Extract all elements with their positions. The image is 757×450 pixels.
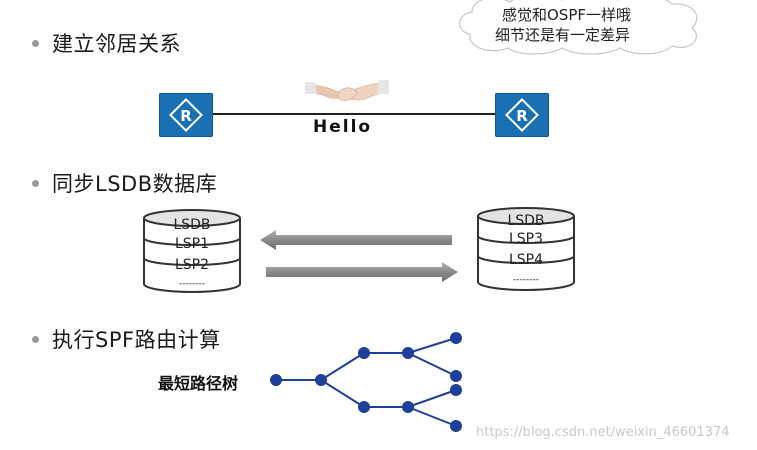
tree-node — [402, 347, 414, 359]
thought-cloud — [459, 0, 698, 55]
lsdb-right-more: -------- — [513, 275, 539, 285]
lsdb-right-database: LSDB LSP3 LSP4 -------- — [477, 207, 575, 291]
arrow-left-icon — [260, 230, 452, 250]
spf-tree-label: 最短路径树 — [158, 374, 239, 393]
lsdb-right-entry-2: LSP4 — [509, 252, 543, 268]
tree-node — [358, 401, 370, 413]
step-2-heading: 同步LSDB数据库 — [52, 172, 218, 196]
tree-node — [450, 370, 462, 382]
lsdb-left-database: LSDB LSP1 LSP2 -------- — [143, 209, 241, 293]
router-left: R — [159, 93, 213, 137]
handshake-icon — [305, 80, 389, 101]
tree-node — [450, 420, 462, 432]
tree-node — [450, 384, 462, 396]
cloud-line-2: 细节还是有一定差异 — [495, 26, 631, 44]
lsdb-right-title: LSDB — [507, 213, 544, 229]
bullet-step-3 — [32, 336, 39, 343]
router-icon: R — [169, 98, 203, 132]
shortest-path-tree — [270, 332, 462, 432]
tree-node — [402, 401, 414, 413]
lsdb-right-entry-1: LSP3 — [509, 231, 543, 247]
svg-text:R: R — [516, 107, 528, 125]
tree-node — [270, 374, 282, 386]
lsdb-left-entry-1: LSP1 — [175, 236, 209, 252]
watermark: https://blog.csdn.net/weixin_46601374 — [476, 425, 730, 440]
router-icon: R — [505, 98, 539, 132]
hello-label: Hello — [313, 117, 373, 137]
svg-text:R: R — [180, 107, 192, 125]
tree-node — [315, 374, 327, 386]
bullet-step-1 — [32, 40, 39, 47]
lsdb-left-title: LSDB — [173, 217, 210, 233]
router-right: R — [495, 93, 549, 137]
lsdb-left-entry-2: LSP2 — [175, 257, 209, 273]
sync-arrows — [260, 230, 458, 282]
tree-node — [358, 347, 370, 359]
tree-node — [450, 332, 462, 344]
step-3-heading: 执行SPF路由计算 — [52, 328, 221, 352]
arrow-right-icon — [266, 262, 458, 282]
neighbor-link-line — [213, 113, 495, 115]
bullet-step-2 — [32, 180, 39, 187]
cloud-line-1: 感觉和OSPF一样哦 — [502, 6, 632, 24]
step-1-heading: 建立邻居关系 — [52, 32, 181, 56]
lsdb-left-more: -------- — [179, 279, 205, 289]
